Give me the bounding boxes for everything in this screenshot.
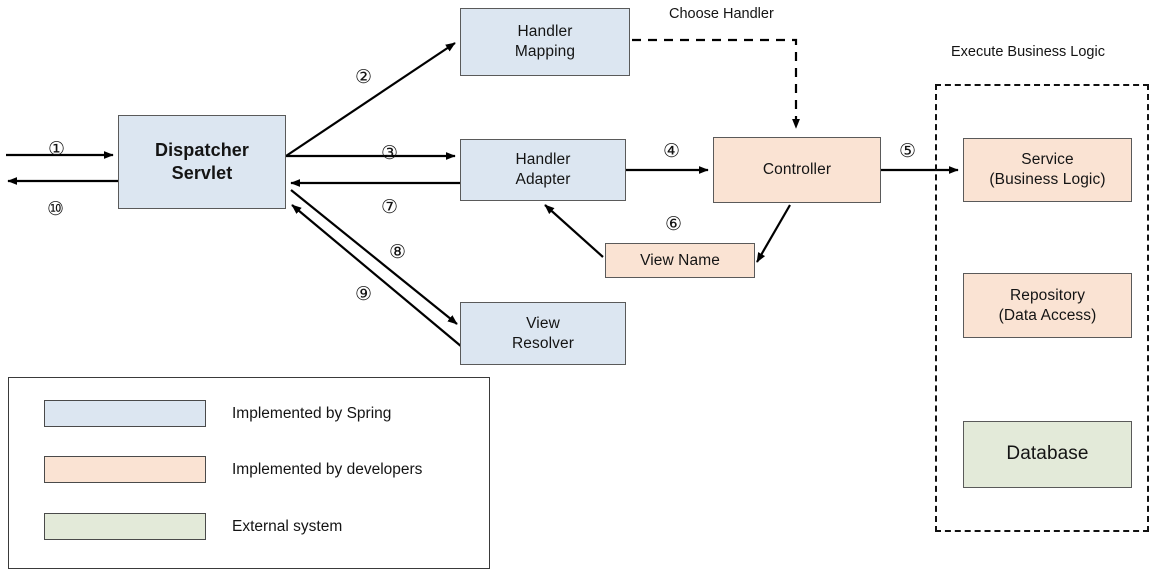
node-handler-adapter-label: Handler Adapter <box>515 151 571 188</box>
step-marker-7: ⑦ <box>381 197 399 218</box>
arrow-step-8 <box>290 189 458 325</box>
step-marker-5: ⑤ <box>899 141 917 162</box>
arrow-step-9 <box>291 204 463 348</box>
arrow-step-6 <box>544 204 604 258</box>
node-service-label: Service (Business Logic) <box>989 151 1106 188</box>
legend-label-developer: Implemented by developers <box>232 460 423 478</box>
node-database[interactable]: Database <box>963 421 1132 488</box>
legend-item-developer: Implemented by developers <box>44 456 422 483</box>
step-marker-9: ⑨ <box>355 284 373 305</box>
legend-item-external: External system <box>44 513 342 540</box>
node-dispatcher-servlet[interactable]: Dispatcher Servlet <box>118 115 286 209</box>
step-marker-3: ③ <box>381 143 399 164</box>
legend: Implemented by Spring Implemented by dev… <box>8 377 490 569</box>
node-repository[interactable]: Repository (Data Access) <box>963 273 1132 338</box>
node-handler-mapping[interactable]: Handler Mapping <box>460 8 630 76</box>
node-controller[interactable]: Controller <box>713 137 881 203</box>
legend-label-spring: Implemented by Spring <box>232 404 392 422</box>
node-handler-adapter[interactable]: Handler Adapter <box>460 139 626 201</box>
arrow-controller-to-view-name <box>756 204 791 263</box>
step-marker-10: ⑩ <box>47 199 65 220</box>
label-choose-handler: Choose Handler <box>669 6 774 22</box>
node-handler-mapping-label: Handler Mapping <box>514 23 576 60</box>
node-controller-label: Controller <box>762 161 832 179</box>
node-view-resolver[interactable]: View Resolver <box>460 302 626 365</box>
legend-item-spring: Implemented by Spring <box>44 400 391 427</box>
legend-swatch-external <box>44 513 206 540</box>
legend-label-external: External system <box>232 517 343 535</box>
node-repository-label: Repository (Data Access) <box>998 286 1097 324</box>
node-view-name[interactable]: View Name <box>605 243 755 278</box>
arrow-step-2 <box>285 42 456 157</box>
step-marker-4: ④ <box>663 141 681 162</box>
node-dispatcher-servlet-label: Dispatcher Servlet <box>154 139 250 183</box>
node-view-name-label: View Name <box>640 251 720 269</box>
node-database-label: Database <box>1006 443 1089 465</box>
legend-swatch-developer <box>44 456 206 483</box>
node-service[interactable]: Service (Business Logic) <box>963 138 1132 202</box>
arrow-choose-handler <box>632 38 800 129</box>
label-execute-business-logic: Execute Business Logic <box>951 44 1105 60</box>
node-view-resolver-label: View Resolver <box>512 314 574 352</box>
step-marker-6: ⑥ <box>665 214 683 235</box>
legend-swatch-spring <box>44 400 206 427</box>
group-execute-business-logic <box>935 84 1149 532</box>
step-marker-8: ⑧ <box>389 242 407 263</box>
step-marker-2: ② <box>355 67 373 88</box>
step-marker-1: ① <box>48 139 66 160</box>
